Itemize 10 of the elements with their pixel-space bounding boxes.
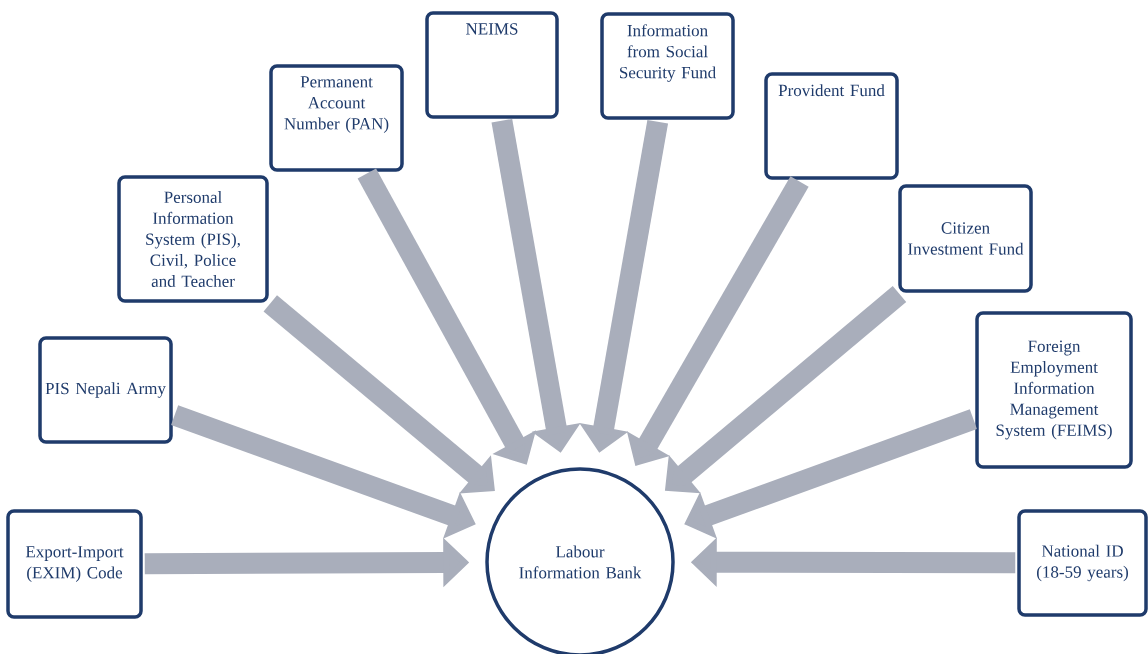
source-box: Permanent Account Number (PAN) (269, 64, 404, 172)
source-box: Personal Information System (PIS), Civil, Police and Teacher (117, 175, 269, 303)
source-box: Information from Social Security Fund (600, 12, 735, 120)
source-box: Foreign Employment Information Management System (FEIMS) (975, 311, 1133, 469)
source-box: PIS Nepali Army (38, 336, 173, 444)
source-box: Citizen Investment Fund (898, 184, 1033, 293)
source-box: Provident Fund (764, 72, 899, 180)
source-box: Export-Import (EXIM) Code (6, 509, 143, 619)
source-box: NEIMS (425, 11, 559, 119)
source-box: National ID (18-59 years) (1017, 509, 1148, 617)
